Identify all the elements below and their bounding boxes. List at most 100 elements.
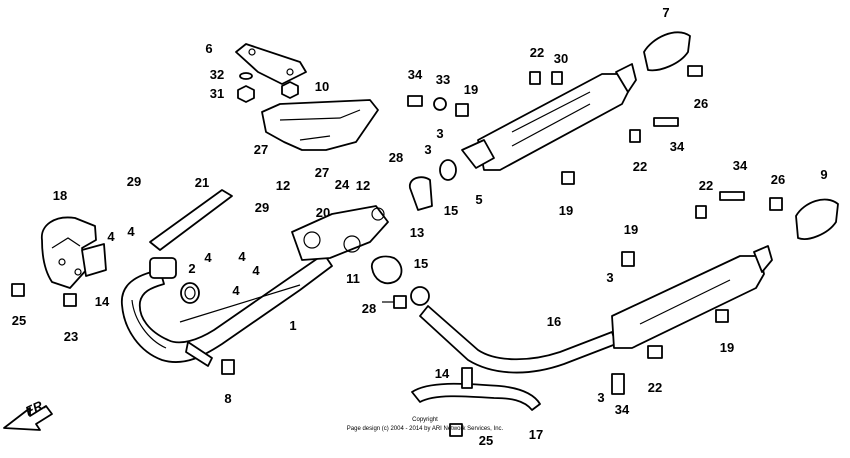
bracket-6[interactable] bbox=[235, 43, 307, 85]
part-callout-1[interactable]: 1 bbox=[289, 318, 296, 333]
part-callout-28[interactable]: 28 bbox=[362, 301, 376, 316]
part-callout-25[interactable]: 25 bbox=[12, 313, 26, 328]
bolt-25-lower[interactable] bbox=[449, 423, 463, 437]
part-callout-25[interactable]: 25 bbox=[479, 433, 493, 448]
bolt-34-right[interactable] bbox=[653, 117, 679, 127]
part-callout-31[interactable]: 31 bbox=[210, 86, 224, 101]
bolt-34-upper[interactable] bbox=[407, 95, 423, 107]
nut-19-right[interactable] bbox=[715, 309, 729, 323]
part-callout-8[interactable]: 8 bbox=[224, 391, 231, 406]
center-chamber[interactable] bbox=[291, 205, 389, 261]
part-callout-22[interactable]: 22 bbox=[699, 178, 713, 193]
part-callout-33[interactable]: 33 bbox=[436, 72, 450, 87]
part-callout-3[interactable]: 3 bbox=[606, 270, 613, 285]
part-callout-23[interactable]: 23 bbox=[64, 329, 78, 344]
heat-shield-upper[interactable] bbox=[261, 99, 379, 151]
part-callout-14[interactable]: 14 bbox=[95, 294, 110, 309]
nut-19-mid[interactable] bbox=[561, 171, 575, 185]
part-callout-27[interactable]: 27 bbox=[315, 165, 329, 180]
bolt-26-far[interactable] bbox=[769, 197, 783, 211]
part-callout-3[interactable]: 3 bbox=[436, 126, 443, 141]
part-callout-22[interactable]: 22 bbox=[633, 159, 647, 174]
part-callout-6[interactable]: 6 bbox=[205, 41, 212, 56]
part-callout-21[interactable]: 21 bbox=[195, 175, 209, 190]
part-callout-29[interactable]: 29 bbox=[255, 200, 269, 215]
part-callout-4[interactable]: 4 bbox=[204, 250, 212, 265]
bolt-34-lower[interactable] bbox=[611, 373, 625, 395]
part-callout-28[interactable]: 28 bbox=[389, 150, 403, 165]
end-cap-7[interactable] bbox=[643, 31, 691, 72]
part-callout-19[interactable]: 19 bbox=[720, 340, 734, 355]
heat-shield-strip[interactable] bbox=[149, 189, 233, 251]
bolt-34-far[interactable] bbox=[719, 191, 745, 201]
part-callout-19[interactable]: 19 bbox=[624, 222, 638, 237]
muffler-lower[interactable] bbox=[611, 245, 773, 349]
nut-31[interactable] bbox=[237, 85, 255, 103]
exhaust-pipe-rear[interactable] bbox=[419, 305, 617, 374]
nut-30[interactable] bbox=[551, 71, 563, 85]
flange-gasket-2[interactable] bbox=[180, 282, 200, 304]
nut-19-upper[interactable] bbox=[455, 103, 469, 117]
tail-pipe-17[interactable] bbox=[411, 382, 541, 411]
part-callout-5[interactable]: 5 bbox=[475, 192, 482, 207]
part-callout-29[interactable]: 29 bbox=[127, 174, 141, 189]
nut-22-far[interactable] bbox=[695, 205, 707, 219]
part-callout-14[interactable]: 14 bbox=[435, 366, 450, 381]
part-callout-22[interactable]: 22 bbox=[530, 45, 544, 60]
part-callout-24[interactable]: 24 bbox=[335, 177, 350, 192]
part-callout-26[interactable]: 26 bbox=[771, 172, 785, 187]
part-callout-4[interactable]: 4 bbox=[238, 249, 246, 264]
part-callout-17[interactable]: 17 bbox=[529, 427, 543, 442]
part-callout-16[interactable]: 16 bbox=[547, 314, 561, 329]
exhaust-pipe-front[interactable] bbox=[121, 253, 333, 367]
part-callout-12[interactable]: 12 bbox=[356, 178, 370, 193]
part-callout-34[interactable]: 34 bbox=[408, 67, 423, 82]
bolt-14-lower[interactable] bbox=[461, 367, 473, 389]
part-callout-4[interactable]: 4 bbox=[252, 263, 260, 278]
part-callout-20[interactable]: 20 bbox=[316, 205, 330, 220]
part-callout-4[interactable]: 4 bbox=[232, 283, 240, 298]
gasket-15-lower[interactable] bbox=[410, 286, 430, 306]
part-callout-9[interactable]: 9 bbox=[820, 167, 827, 182]
bolt-23[interactable] bbox=[63, 293, 77, 307]
gasket-11[interactable] bbox=[371, 255, 403, 285]
part-callout-19[interactable]: 19 bbox=[559, 203, 573, 218]
part-callout-10[interactable]: 10 bbox=[315, 79, 329, 94]
part-callout-12[interactable]: 12 bbox=[276, 178, 290, 193]
part-callout-30[interactable]: 30 bbox=[554, 51, 568, 66]
bracket-14-left[interactable] bbox=[81, 243, 107, 277]
heat-shield-left[interactable] bbox=[41, 216, 97, 289]
nut-22-lower[interactable] bbox=[647, 345, 663, 359]
muffler-upper[interactable] bbox=[461, 63, 637, 171]
part-callout-2[interactable]: 2 bbox=[188, 261, 195, 276]
part-callout-11[interactable]: 11 bbox=[346, 271, 360, 286]
part-callout-22[interactable]: 22 bbox=[648, 380, 662, 395]
part-callout-3[interactable]: 3 bbox=[597, 390, 604, 405]
part-callout-3[interactable]: 3 bbox=[424, 142, 431, 157]
part-callout-7[interactable]: 7 bbox=[662, 5, 669, 20]
bolt-25-left[interactable] bbox=[11, 283, 25, 297]
part-callout-34[interactable]: 34 bbox=[733, 158, 748, 173]
nut-22-mid[interactable] bbox=[629, 129, 641, 143]
washer-33[interactable] bbox=[433, 97, 447, 111]
part-callout-32[interactable]: 32 bbox=[210, 67, 224, 82]
bolt-26-upper[interactable] bbox=[687, 65, 703, 77]
part-callout-13[interactable]: 13 bbox=[410, 225, 424, 240]
part-callout-15[interactable]: 15 bbox=[444, 203, 458, 218]
part-callout-4[interactable]: 4 bbox=[107, 229, 115, 244]
part-callout-4[interactable]: 4 bbox=[127, 224, 135, 239]
part-callout-19[interactable]: 19 bbox=[464, 82, 478, 97]
part-callout-27[interactable]: 27 bbox=[254, 142, 268, 157]
part-callout-18[interactable]: 18 bbox=[53, 188, 67, 203]
nut-10[interactable] bbox=[281, 81, 299, 99]
part-callout-34[interactable]: 34 bbox=[670, 139, 685, 154]
part-callout-34[interactable]: 34 bbox=[615, 402, 630, 417]
bolt-8[interactable] bbox=[221, 359, 235, 375]
nut-19-far[interactable] bbox=[621, 251, 635, 267]
nut-22-upper[interactable] bbox=[529, 71, 541, 85]
bolt-28-lower[interactable] bbox=[382, 295, 407, 309]
washer-32[interactable] bbox=[239, 72, 253, 80]
end-cap-9[interactable] bbox=[795, 198, 839, 240]
gasket-15-upper[interactable] bbox=[439, 159, 457, 181]
part-callout-26[interactable]: 26 bbox=[694, 96, 708, 111]
